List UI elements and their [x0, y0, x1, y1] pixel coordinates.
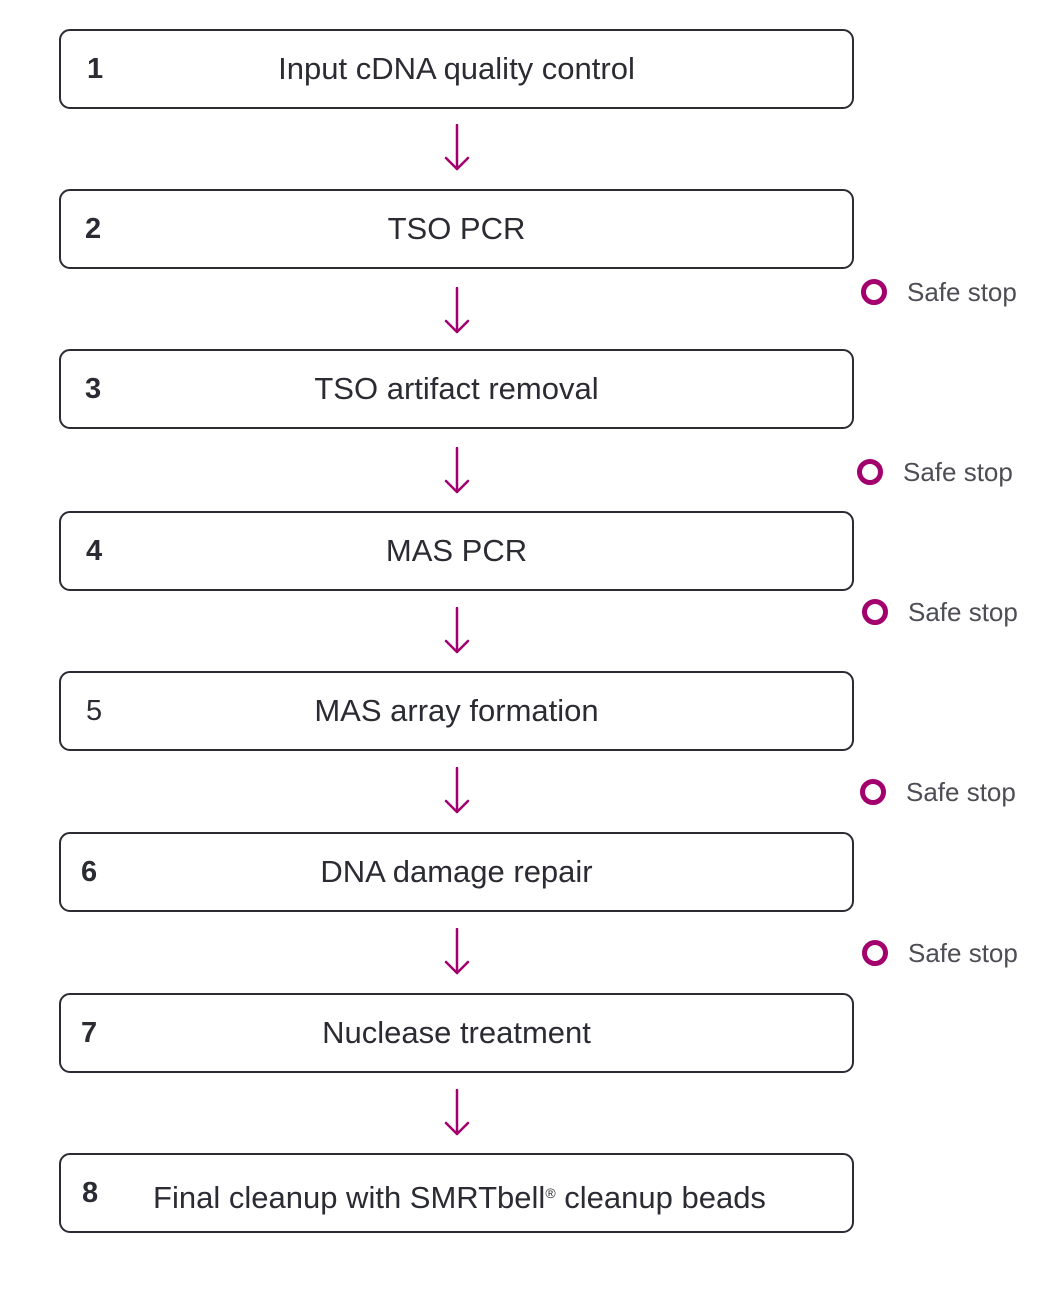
step-number: 3: [85, 373, 102, 405]
safe-stop-label: Safe stop: [906, 776, 1016, 807]
step-label: MAS array formation: [314, 693, 599, 728]
safe-stop-label: Safe stop: [908, 596, 1018, 627]
step-label: Nuclease treatment: [322, 1015, 591, 1050]
step-2-box: 2 TSO PCR: [59, 189, 854, 269]
step-3-box: 3 TSO artifact removal: [59, 349, 854, 429]
step-number: 4: [86, 535, 103, 567]
safe-stop-label: Safe stop: [907, 276, 1017, 307]
safe-stop-marker: Safe stop: [861, 272, 1017, 312]
ring-icon: [862, 940, 888, 966]
ring-icon: [857, 459, 883, 485]
step-number: 2: [85, 213, 102, 245]
step-5-box: 5 MAS array formation: [59, 671, 854, 751]
step-8-box: 8 Final cleanup with SMRTbell® cleanup b…: [59, 1153, 854, 1233]
safe-stop-marker: Safe stop: [860, 772, 1016, 812]
safe-stop-marker: Safe stop: [857, 452, 1013, 492]
step-label: TSO artifact removal: [314, 371, 599, 406]
step-label: Input cDNA quality control: [278, 51, 635, 86]
safe-stop-marker: Safe stop: [862, 933, 1018, 973]
step-4-box: 4 MAS PCR: [59, 511, 854, 591]
step-1-box: 1 Input cDNA quality control: [59, 29, 854, 109]
step-label: DNA damage repair: [320, 854, 593, 889]
down-arrow-icon: [444, 1089, 470, 1136]
down-arrow-icon: [444, 767, 470, 814]
down-arrow-icon: [444, 928, 470, 975]
down-arrow-icon: [444, 607, 470, 654]
step-number: 8: [82, 1177, 99, 1209]
step-number: 1: [87, 53, 104, 85]
ring-icon: [860, 779, 886, 805]
step-label-suffix: cleanup beads: [555, 1180, 766, 1215]
step-label: TSO PCR: [387, 211, 526, 246]
step-number: 5: [86, 695, 103, 727]
safe-stop-label: Safe stop: [908, 937, 1018, 968]
registered-mark: ®: [545, 1185, 556, 1201]
ring-icon: [861, 279, 887, 305]
step-6-box: 6 DNA damage repair: [59, 832, 854, 912]
step-7-box: 7 Nuclease treatment: [59, 993, 854, 1073]
step-label: MAS PCR: [385, 533, 528, 568]
ring-icon: [862, 599, 888, 625]
step-label: Final cleanup with SMRTbell® cleanup bea…: [67, 1155, 852, 1231]
step-number: 7: [81, 1017, 98, 1049]
down-arrow-icon: [444, 124, 470, 171]
step-number: 6: [81, 856, 98, 888]
safe-stop-label: Safe stop: [903, 456, 1013, 487]
down-arrow-icon: [444, 447, 470, 494]
step-label-main: Final cleanup with SMRTbell: [153, 1180, 546, 1215]
safe-stop-marker: Safe stop: [862, 592, 1018, 632]
down-arrow-icon: [444, 287, 470, 334]
